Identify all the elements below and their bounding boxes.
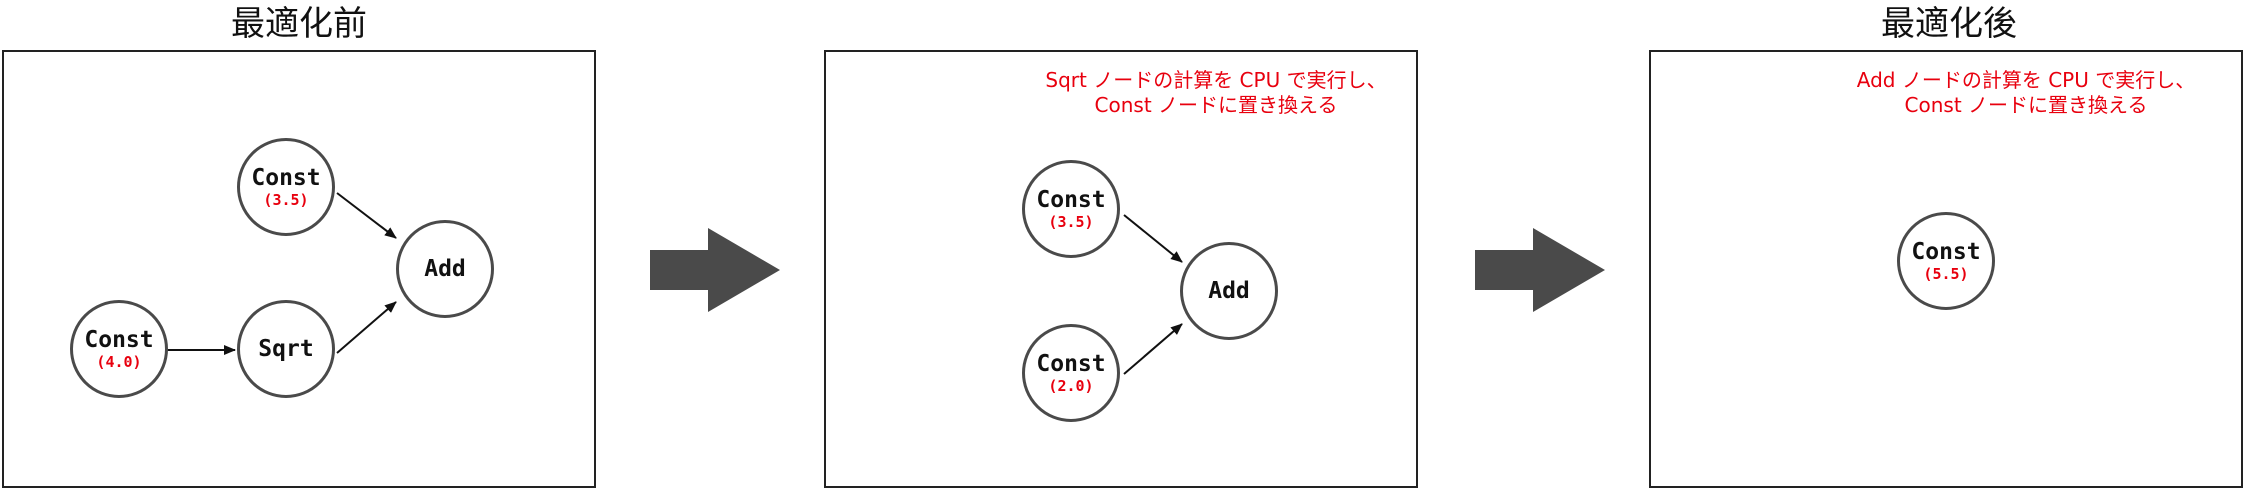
panel-before: Const (3.5) Add Const (4.0) Sqrt <box>2 50 596 488</box>
edges-before <box>133 192 397 355</box>
edge-const-top-to-add <box>1123 214 1183 263</box>
node-label: Const <box>84 327 154 353</box>
node-const-left: Const (4.0) <box>70 300 168 398</box>
node-label: Add <box>424 256 466 282</box>
right-arrow-icon <box>1475 228 1605 312</box>
edge-sqrt-to-add <box>336 301 397 354</box>
node-label: Const <box>1036 351 1106 377</box>
node-const-top: Const (3.5) <box>1022 160 1120 258</box>
node-const: Const (5.5) <box>1897 212 1995 310</box>
note-middle: Sqrt ノードの計算を CPU で実行し、 Const ノードに置き換える <box>1016 68 1416 118</box>
node-value: (5.5) <box>1923 265 1969 283</box>
node-label: Const <box>251 165 321 191</box>
node-label: Sqrt <box>258 336 314 362</box>
node-value: (4.0) <box>96 353 142 371</box>
note-line-2: Const ノードに置き換える <box>1904 93 2148 117</box>
node-const-top: Const (3.5) <box>237 138 335 236</box>
node-label: Const <box>1911 239 1981 265</box>
edge-const-to-add <box>336 192 397 239</box>
title-after: 最適化後 <box>1881 4 2017 44</box>
node-label: Add <box>1208 278 1250 304</box>
panel-middle: Sqrt ノードの計算を CPU で実行し、 Const ノードに置き換える C… <box>824 50 1418 488</box>
node-label: Const <box>1036 187 1106 213</box>
node-sqrt: Sqrt <box>237 300 335 398</box>
note-line-2: Const ノードに置き換える <box>1094 93 1338 117</box>
edge-const-bottom-to-add <box>1123 323 1183 375</box>
node-const-bottom: Const (2.0) <box>1022 324 1120 422</box>
node-value: (3.5) <box>1048 213 1094 231</box>
note-line-1: Sqrt ノードの計算を CPU で実行し、 <box>1045 68 1387 92</box>
edges-middle <box>1123 214 1183 375</box>
panel-after: Add ノードの計算を CPU で実行し、 Const ノードに置き換える Co… <box>1649 50 2243 488</box>
node-add: Add <box>396 220 494 318</box>
title-before: 最適化前 <box>231 4 367 44</box>
node-add: Add <box>1180 242 1278 340</box>
note-line-1: Add ノードの計算を CPU で実行し、 <box>1856 68 2196 92</box>
node-value: (3.5) <box>263 191 309 209</box>
note-after: Add ノードの計算を CPU で実行し、 Const ノードに置き換える <box>1821 68 2231 118</box>
right-arrow-icon <box>650 228 780 312</box>
node-value: (2.0) <box>1048 377 1094 395</box>
